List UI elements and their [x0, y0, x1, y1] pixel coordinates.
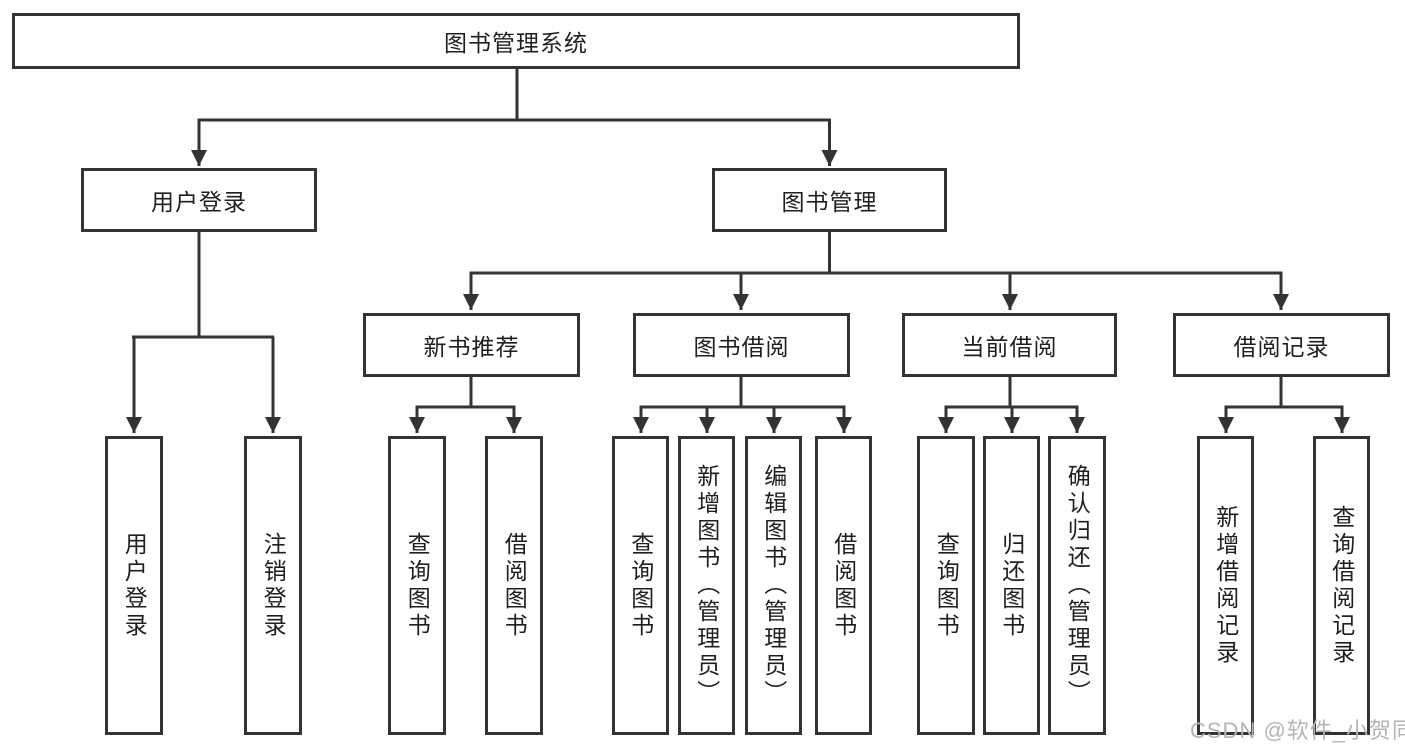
node-book-borrow-label: 图书借阅 [693, 334, 790, 360]
leaf-current-query-book: 查询图书 [917, 436, 975, 735]
leaf-login-user-login: 用户登录 [105, 436, 163, 735]
node-book-management-label: 图书管理 [781, 189, 878, 215]
leaf-borrow-borrow-book: 借阅图书 [815, 436, 872, 735]
node-root: 图书管理系统 [12, 13, 1020, 69]
node-book-management: 图书管理 [712, 168, 947, 232]
node-book-borrow: 图书借阅 [633, 313, 850, 377]
node-new-book-recommend-label: 新书推荐 [423, 334, 520, 360]
node-root-label: 图书管理系统 [444, 30, 588, 56]
leaf-records-add-record: 新增借阅记录 [1197, 436, 1254, 735]
node-user-login: 用户登录 [81, 168, 317, 232]
node-borrow-records-label: 借阅记录 [1233, 334, 1330, 360]
leaf-current-return-book: 归还图书 [983, 436, 1040, 735]
node-new-book-recommend: 新书推荐 [363, 313, 580, 377]
leaf-newbook-query-book: 查询图书 [388, 436, 446, 735]
leaf-borrow-add-book-admin: 新增图书（管理员） [678, 436, 735, 735]
node-current-borrow-label: 当前借阅 [961, 334, 1058, 360]
leaf-records-query-record: 查询借阅记录 [1313, 436, 1370, 735]
node-borrow-records: 借阅记录 [1173, 313, 1390, 377]
leaf-borrow-edit-book-admin: 编辑图书（管理员） [745, 436, 802, 735]
node-user-login-label: 用户登录 [151, 189, 247, 215]
leaf-borrow-query-book: 查询图书 [612, 436, 669, 735]
watermark: CSDN @软件_小贺同学 [1190, 718, 1405, 743]
leaf-current-confirm-return-admin: 确认归还（管理员） [1048, 436, 1106, 735]
node-current-borrow: 当前借阅 [902, 313, 1117, 377]
leaf-newbook-borrow-book: 借阅图书 [485, 436, 543, 735]
leaf-login-logout: 注销登录 [244, 436, 302, 735]
